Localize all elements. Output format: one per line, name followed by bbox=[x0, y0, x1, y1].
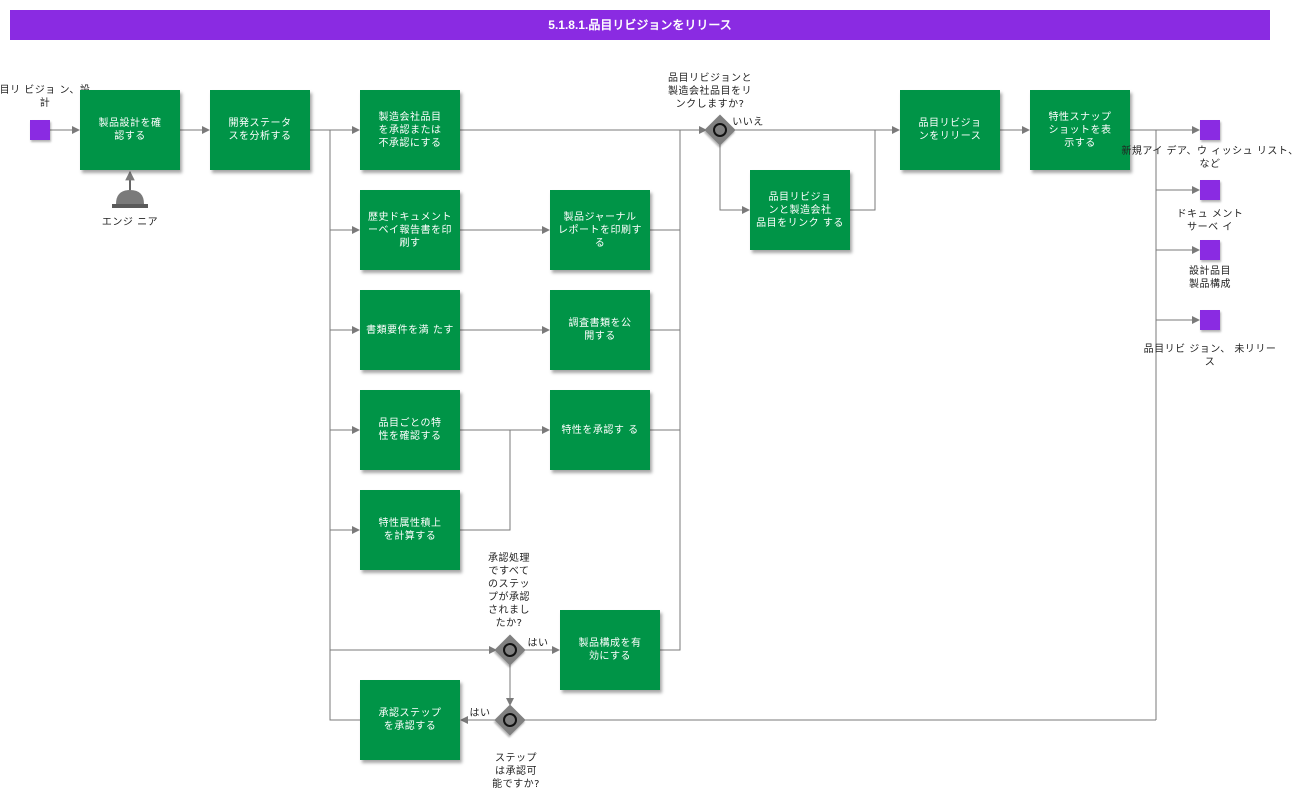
connector bbox=[660, 130, 681, 651]
gateway-yes-label: はい bbox=[527, 638, 549, 649]
gateway-step-label: ステップ は承認可 能ですか? bbox=[492, 753, 540, 790]
connector bbox=[460, 430, 511, 531]
task-show-snapshot[interactable]: 特性スナップ ショットを表 示する bbox=[1030, 90, 1130, 170]
gateway-ring-icon bbox=[713, 123, 727, 137]
task-enable-bom[interactable]: 製品構成を有 効にする bbox=[560, 610, 660, 690]
task-link-manufacturer[interactable]: 品目リビジョ ンと製造会社 品目をリンク する bbox=[750, 170, 850, 250]
engineer-hat-icon bbox=[112, 190, 148, 208]
task-release-revision[interactable]: 品目リビジョ ンをリリース bbox=[900, 90, 1000, 170]
output-label-ideas: 新規アイ デア、ウ ィッシュ リスト、 など bbox=[1121, 146, 1299, 170]
start-artifact[interactable] bbox=[30, 120, 50, 140]
task-print-journal[interactable]: 製品ジャーナル レポートを印刷する bbox=[550, 190, 650, 270]
task-approve-manufacturer[interactable]: 製造会社品目 を承認または 不承認にする bbox=[360, 90, 460, 170]
connector bbox=[850, 130, 876, 211]
connector bbox=[1130, 129, 1157, 720]
gateway-ring-icon bbox=[503, 643, 517, 657]
output-label-documents: ドキュ メント サーベ イ bbox=[1176, 209, 1244, 233]
gateway-step-yes-label: はい bbox=[469, 708, 491, 719]
gateway-no-label: いいえ bbox=[732, 117, 764, 128]
connector bbox=[719, 144, 750, 214]
task-publish-documents[interactable]: 調査書類を公 開する bbox=[550, 290, 650, 370]
output-label-design: 設計品目 製品構成 bbox=[1189, 266, 1231, 290]
gateway-link-label: 品目リビジョンと 製造会社品目をリ ンクしますか? bbox=[668, 73, 752, 110]
output-artifact-documents[interactable] bbox=[1200, 180, 1220, 200]
output-label-unreleased: 品目リビ ジョン、 未リリー ス bbox=[1143, 344, 1277, 368]
gateway-ring-icon bbox=[503, 713, 517, 727]
gateway-all-approved-label: 承認処理 ですべて のステッ プが承認 されまし たか? bbox=[488, 553, 530, 629]
task-confirm-properties[interactable]: 品目ごとの特 性を確認する bbox=[360, 390, 460, 470]
output-artifact-unreleased[interactable] bbox=[1200, 310, 1220, 330]
task-analyze-status[interactable]: 開発ステータ スを分析する bbox=[210, 90, 310, 170]
output-artifact-design[interactable] bbox=[1200, 240, 1220, 260]
task-approve-properties[interactable]: 特性を承認す る bbox=[550, 390, 650, 470]
connector bbox=[310, 129, 331, 650]
page-title: 5.1.8.1.品目リビジョンをリリース bbox=[10, 10, 1270, 40]
task-calc-properties[interactable]: 特性属性積上 を計算する bbox=[360, 490, 460, 570]
task-fill-documents[interactable]: 書類要件を満 たす bbox=[360, 290, 460, 370]
start-label: 目リ ビジョ ン、設 計 bbox=[0, 85, 91, 109]
output-artifact-ideas[interactable] bbox=[1200, 120, 1220, 140]
task-confirm-design[interactable]: 製品設計を確 認する bbox=[80, 90, 180, 170]
task-print-history[interactable]: 歴史ドキュメント ーベイ報告書を印刷す bbox=[360, 190, 460, 270]
actor-label: エンジ ニア bbox=[101, 217, 159, 228]
task-approve-step[interactable]: 承認ステップ を承認する bbox=[360, 680, 460, 760]
connector bbox=[329, 650, 360, 721]
